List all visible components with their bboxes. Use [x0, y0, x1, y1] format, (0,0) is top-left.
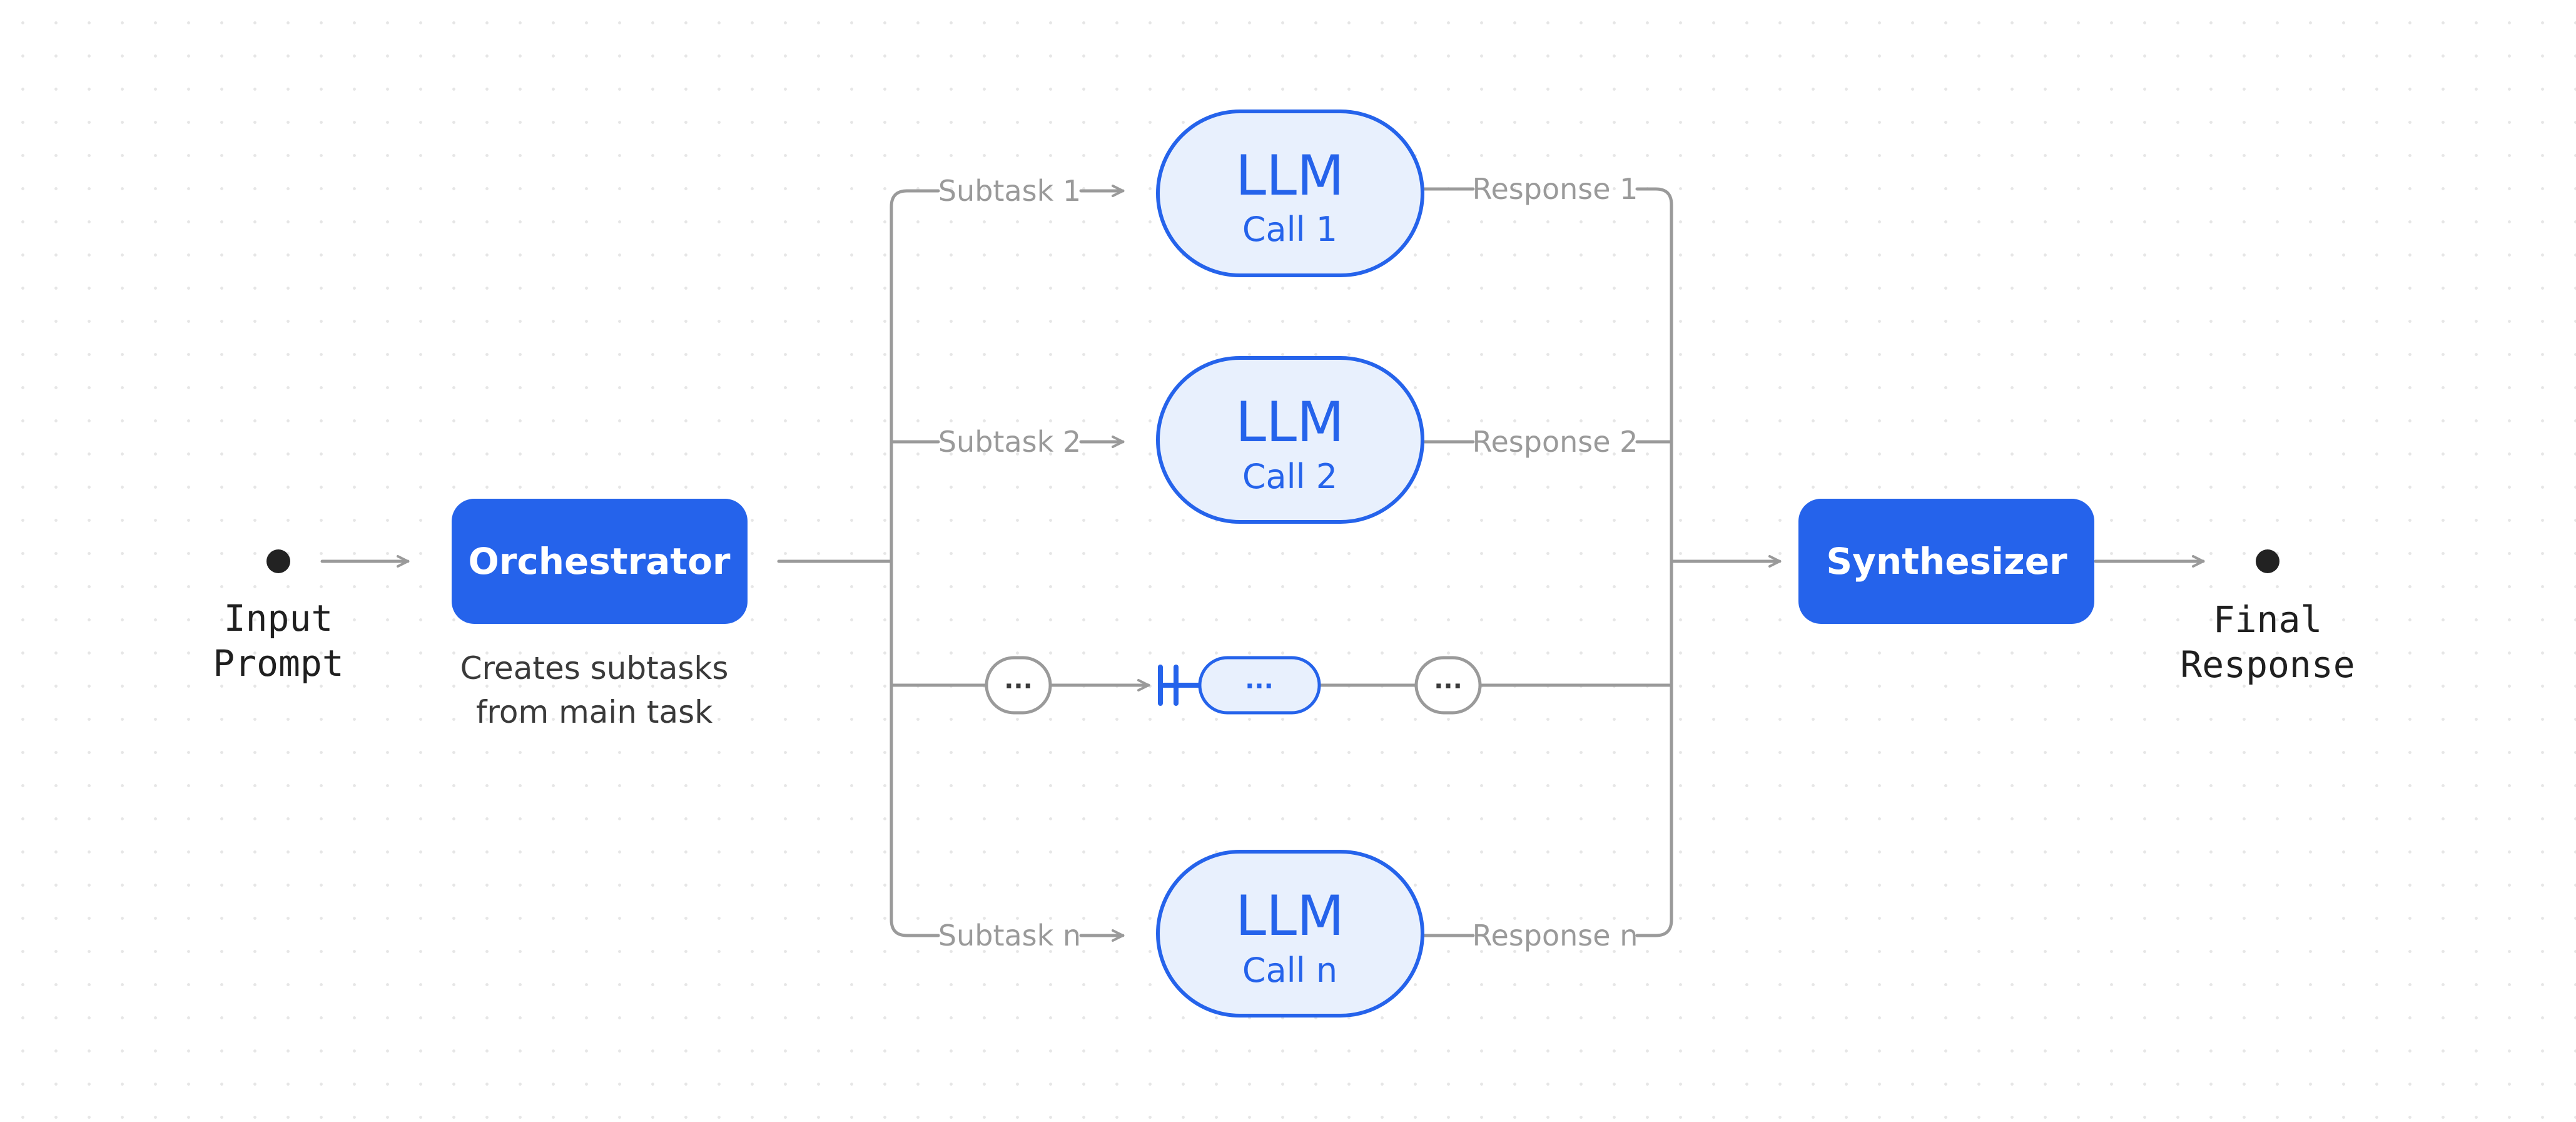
ellipsis-right-text: ···	[1434, 672, 1463, 701]
response-1-label: Response 1	[1473, 172, 1638, 206]
llm-call-n-title: LLM	[1235, 884, 1344, 948]
llm-call-2-subtitle: Call 2	[1242, 457, 1337, 496]
output-label-line1: Final	[2213, 598, 2323, 641]
llm-call-n-subtitle: Call n	[1242, 951, 1337, 990]
llm-call-2-title: LLM	[1235, 390, 1344, 454]
ellipsis-middle-text: ···	[1245, 672, 1274, 701]
llm-call-1-title: LLM	[1235, 143, 1344, 208]
output-label-line2: Response	[2180, 643, 2355, 686]
llm-call-1-node[interactable]	[1156, 110, 1424, 277]
orchestrator-caption-line1: Creates subtasks	[460, 650, 729, 686]
orchestrator-caption-line2: from main task	[476, 694, 712, 730]
synthesizer-label: Synthesizer	[1826, 540, 2067, 583]
ellipsis-right-pill	[1414, 656, 1482, 715]
response-n-label: Response n	[1473, 919, 1638, 952]
ellipsis-left-text: ···	[1004, 672, 1033, 701]
ellipsis-connector-icon	[1158, 665, 1202, 706]
llm-call-2-node[interactable]	[1156, 356, 1424, 524]
subtask-1-label: Subtask 1	[938, 174, 1081, 208]
orchestrator-label: Orchestrator	[468, 540, 730, 583]
synthesizer-node[interactable]	[1798, 499, 2094, 624]
input-dot	[266, 549, 290, 573]
input-label-line1: Input	[224, 597, 333, 640]
subtask-n-label: Subtask n	[938, 919, 1081, 952]
ellipsis-left-pill	[985, 656, 1052, 715]
response-2-label: Response 2	[1473, 425, 1638, 459]
right-bus-line	[1654, 187, 1673, 937]
orchestrator-node[interactable]	[452, 499, 748, 624]
subtask-2-label: Subtask 2	[938, 425, 1081, 459]
left-bus-line	[890, 189, 909, 937]
output-dot	[2256, 549, 2279, 573]
ellipsis-middle-node[interactable]	[1198, 656, 1321, 715]
llm-call-1-subtitle: Call 1	[1242, 210, 1337, 249]
llm-call-n-node[interactable]	[1156, 850, 1424, 1017]
input-label-line2: Prompt	[213, 642, 344, 685]
